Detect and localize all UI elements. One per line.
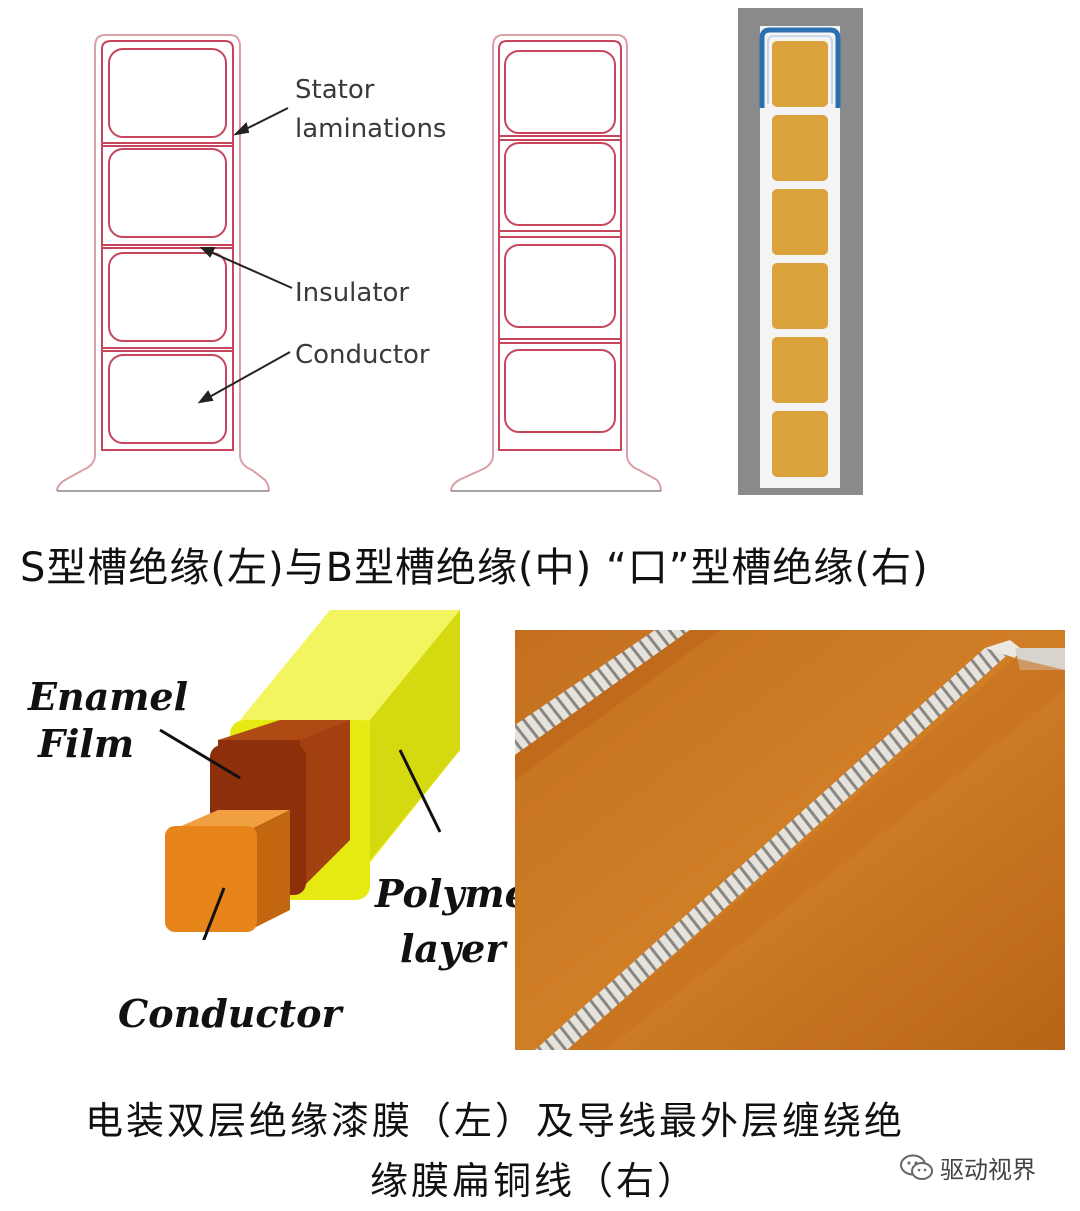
wrapped-flat-wire-photo [515, 630, 1065, 1050]
watermark: 驱动视界 [900, 1150, 1036, 1185]
label-insulator: Insulator [295, 278, 410, 308]
bottom-caption-line1: 电装双层绝缘漆膜（左）及导线最外层缠绕绝 [85, 1099, 906, 1143]
s-type-slot-diagram [56, 34, 270, 492]
top-caption: S型槽绝缘(左)与B型槽绝缘(中) “口”型槽绝缘(右) [20, 545, 929, 591]
annotation-arrows [197, 107, 293, 404]
label-enamel: Enamel [28, 674, 189, 719]
enamel-wire-3d-diagram [159, 610, 460, 940]
wechat-icon [900, 1154, 933, 1180]
label-film: Film [38, 721, 135, 766]
label-stator: Stator [295, 75, 375, 105]
kou-type-slot-diagram [738, 8, 863, 495]
watermark-text: 驱动视界 [940, 1156, 1036, 1184]
label-conductor-bottom: Conductor [118, 991, 342, 1036]
b-type-slot-diagram [450, 34, 662, 492]
label-layer: layer [400, 926, 506, 971]
bottom-caption-line2: 缘膜扁铜线（右） [370, 1159, 699, 1203]
label-laminations: laminations [295, 114, 447, 144]
label-conductor-top: Conductor [295, 340, 430, 370]
